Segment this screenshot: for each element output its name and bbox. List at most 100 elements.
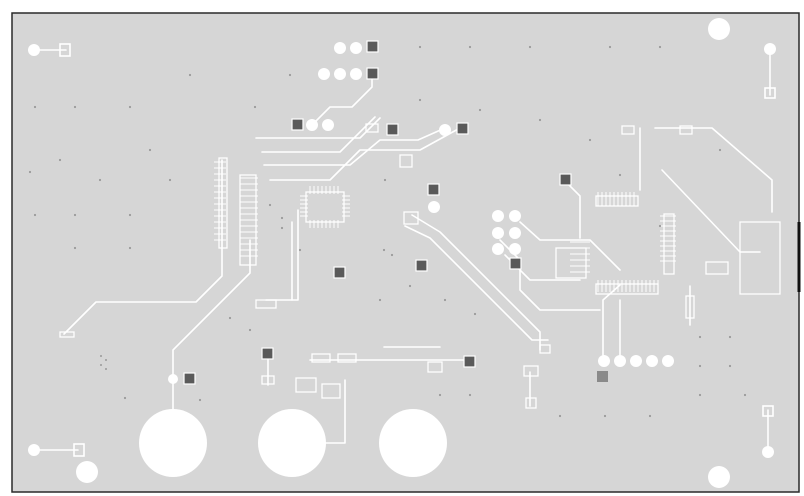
round-pad xyxy=(322,119,334,131)
edge-pad-right-top xyxy=(764,43,776,55)
small-component-2 xyxy=(621,125,635,135)
trace-center-diagonal-2 xyxy=(411,214,541,351)
small-component-18 xyxy=(705,261,729,275)
via xyxy=(743,393,747,397)
round-pad xyxy=(334,68,346,80)
via xyxy=(98,178,102,182)
via xyxy=(698,393,702,397)
round-pad xyxy=(334,42,346,54)
fine-pitch-pins xyxy=(214,161,676,292)
via xyxy=(198,398,202,402)
small-component-15 xyxy=(311,353,331,363)
via xyxy=(538,118,542,122)
square-pad xyxy=(366,40,379,53)
via xyxy=(383,178,387,182)
via xyxy=(73,105,77,109)
via xyxy=(28,170,32,174)
round-pad xyxy=(509,210,521,222)
trace-top-center-5 xyxy=(269,127,461,181)
small-component-10 xyxy=(295,377,317,393)
via xyxy=(408,284,412,288)
small-component-17 xyxy=(685,295,695,319)
via xyxy=(248,328,252,332)
mounting-hole-top-right xyxy=(708,18,730,40)
square-pad xyxy=(333,266,346,279)
via xyxy=(168,178,172,182)
edge-rect-right-bottom xyxy=(762,405,774,417)
square-pad xyxy=(509,257,522,270)
round-pad xyxy=(630,355,642,367)
via xyxy=(473,312,477,316)
small-component-13 xyxy=(59,331,75,338)
via xyxy=(418,45,422,49)
via xyxy=(698,364,702,368)
via xyxy=(33,213,37,217)
via xyxy=(443,298,447,302)
edge-rect-left-top xyxy=(59,43,71,57)
via xyxy=(468,45,472,49)
square-pad xyxy=(415,259,428,272)
small-component-7 xyxy=(525,397,537,409)
via xyxy=(188,73,192,77)
round-pad xyxy=(598,355,610,367)
via xyxy=(382,248,386,252)
square-pad xyxy=(261,347,274,360)
mounting-holes xyxy=(76,18,730,488)
square-pad xyxy=(559,173,572,186)
mounting-hole-bottom-left xyxy=(76,461,98,483)
round-pad xyxy=(509,243,521,255)
via xyxy=(588,138,592,142)
round-pad xyxy=(492,243,504,255)
small-component-8 xyxy=(539,344,551,354)
small-component-16 xyxy=(337,353,357,363)
square-pad xyxy=(366,67,379,80)
via xyxy=(658,45,662,49)
via xyxy=(128,213,132,217)
trace-left-diagonal xyxy=(63,159,223,335)
square-pad xyxy=(183,372,196,385)
via xyxy=(128,246,132,250)
via xyxy=(73,213,77,217)
small-component-3 xyxy=(679,125,693,135)
edge-pad-left-top xyxy=(28,44,40,56)
round-pad xyxy=(509,227,521,239)
small-component-5 xyxy=(399,154,413,168)
round-pad xyxy=(439,124,451,136)
via xyxy=(378,298,382,302)
pin-strip-right-vertical xyxy=(663,213,675,275)
edge-connectors xyxy=(28,43,776,458)
round-pad xyxy=(168,374,178,384)
connector-right-housing xyxy=(739,221,781,295)
round-pads xyxy=(168,42,674,384)
trace-top-center-2 xyxy=(255,117,381,139)
via xyxy=(288,73,292,77)
small-component-6 xyxy=(523,365,539,377)
mounting-hole-center xyxy=(428,201,440,213)
via xyxy=(228,316,232,320)
via xyxy=(280,226,284,230)
trace-pad2-lead xyxy=(291,379,346,444)
small-component-9 xyxy=(261,375,275,385)
via xyxy=(268,203,272,207)
via xyxy=(468,393,472,397)
via xyxy=(280,216,284,220)
trace-top-center-1 xyxy=(311,74,373,126)
via xyxy=(390,253,394,257)
via xyxy=(100,364,102,366)
via xyxy=(418,98,422,102)
via xyxy=(528,45,532,49)
pin-strip-left-vertical xyxy=(218,157,228,249)
via xyxy=(438,393,442,397)
via xyxy=(728,364,732,368)
round-pad xyxy=(614,355,626,367)
trace-top-center-3 xyxy=(261,116,376,153)
round-pad xyxy=(492,227,504,239)
via-cluster xyxy=(100,355,107,370)
round-pad xyxy=(662,355,674,367)
via xyxy=(478,108,482,112)
via xyxy=(603,414,607,418)
square-pad xyxy=(456,122,469,135)
via xyxy=(128,105,132,109)
square-pad xyxy=(427,183,440,196)
